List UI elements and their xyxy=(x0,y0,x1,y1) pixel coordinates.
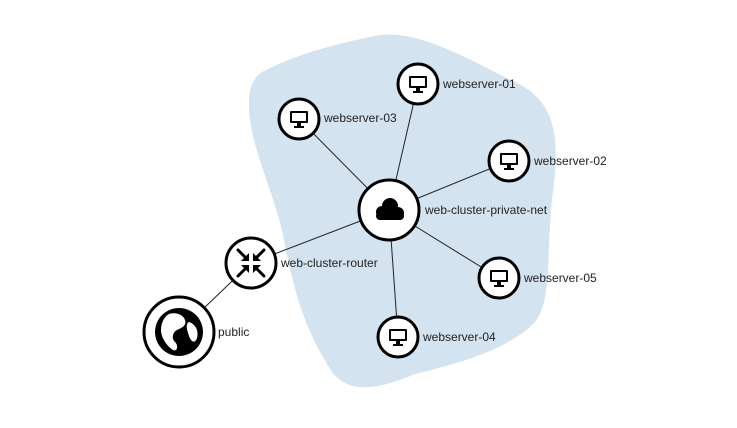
node-router[interactable]: web-cluster-router xyxy=(224,236,378,290)
node-label-router: web-cluster-router xyxy=(280,256,378,270)
node-label-webserver-01: webserver-01 xyxy=(442,77,516,91)
router-icon xyxy=(236,248,266,278)
cloud-icon xyxy=(376,198,404,220)
node-label-private-net: web-cluster-private-net xyxy=(424,203,548,217)
node-label-webserver-03: webserver-03 xyxy=(323,111,397,125)
node-label-webserver-02: webserver-02 xyxy=(533,154,607,168)
node-webserver-04[interactable]: webserver-04 xyxy=(376,315,496,359)
node-webserver-02[interactable]: webserver-02 xyxy=(487,139,607,183)
globe-icon xyxy=(155,308,203,356)
node-webserver-03[interactable]: webserver-03 xyxy=(277,97,397,141)
node-label-webserver-04: webserver-04 xyxy=(422,330,496,344)
node-webserver-05[interactable]: webserver-05 xyxy=(477,256,597,300)
node-private-net[interactable]: web-cluster-private-net xyxy=(357,178,548,242)
node-webserver-01[interactable]: webserver-01 xyxy=(396,62,516,106)
node-label-public: public xyxy=(218,325,249,339)
node-public[interactable]: public xyxy=(142,295,249,369)
node-label-webserver-05: webserver-05 xyxy=(523,271,597,285)
